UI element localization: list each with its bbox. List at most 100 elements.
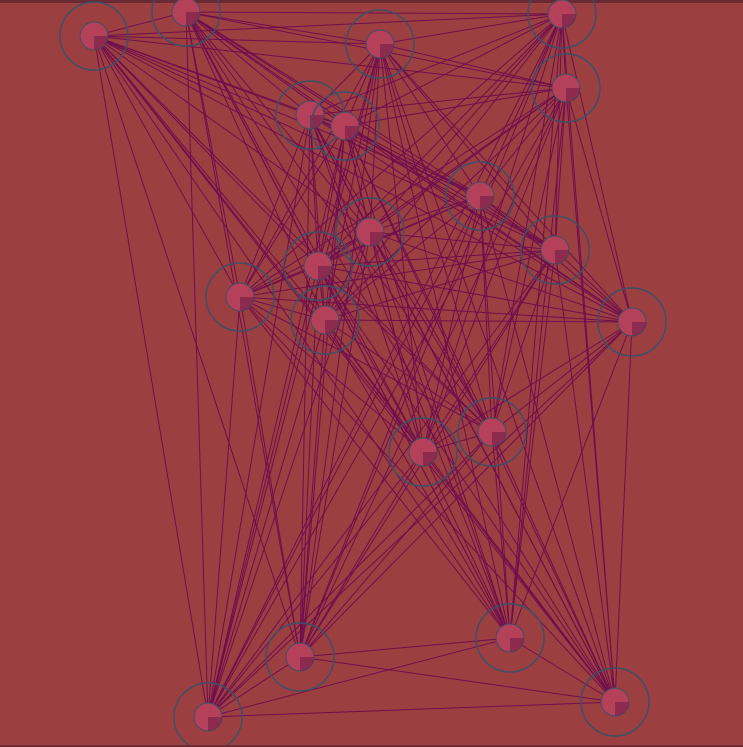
graph-edge <box>317 265 424 453</box>
graph-edge <box>239 296 424 453</box>
node-ring <box>597 287 667 357</box>
graph-edge <box>324 249 556 321</box>
graph-edge <box>185 11 563 15</box>
graph-edge <box>344 125 511 639</box>
graph-edge <box>207 249 556 718</box>
node-marker <box>345 126 359 140</box>
graph-node[interactable] <box>265 622 335 692</box>
graph-edge <box>379 13 563 45</box>
graph-edge <box>299 656 616 703</box>
graph-edge <box>422 451 616 703</box>
graph-edge <box>239 296 301 658</box>
graph-edge <box>344 125 633 323</box>
node-marker <box>480 196 494 210</box>
graph-node[interactable] <box>527 0 597 49</box>
graph-node[interactable] <box>457 397 527 467</box>
graph-node[interactable] <box>205 262 275 332</box>
graph-edge <box>93 35 511 639</box>
graph-edge <box>207 43 381 718</box>
node-ring <box>265 622 335 692</box>
graph-edge <box>491 249 556 433</box>
graph-edge <box>299 451 424 658</box>
graph-node[interactable] <box>310 91 380 161</box>
node-ring <box>345 9 415 79</box>
node-marker <box>615 702 629 716</box>
graph-node[interactable] <box>580 667 650 737</box>
graph-edge <box>93 35 319 267</box>
graph-node[interactable] <box>475 603 545 673</box>
graph-edge <box>185 11 556 251</box>
graph-edge <box>207 451 424 718</box>
graph-node[interactable] <box>290 285 360 355</box>
graph-edge <box>317 43 381 267</box>
graph-edge <box>491 431 616 703</box>
node-marker <box>562 14 576 28</box>
graph-edge <box>565 87 616 703</box>
graph-edge <box>317 265 633 323</box>
graph-edge <box>93 35 633 323</box>
graph-edge <box>422 87 567 453</box>
bottom-border <box>0 745 743 747</box>
node-marker <box>492 432 506 446</box>
graph-edge <box>185 11 424 453</box>
graph-node[interactable] <box>335 197 405 267</box>
graph-edge <box>324 319 633 323</box>
top-border <box>0 0 743 3</box>
node-marker <box>566 88 580 102</box>
graph-edge <box>369 195 481 233</box>
graph-edge <box>185 11 209 718</box>
graph-node[interactable] <box>520 215 590 285</box>
graph-node[interactable] <box>283 231 353 301</box>
graph-node[interactable] <box>151 0 221 47</box>
graph-edge <box>479 195 511 639</box>
graph-node[interactable] <box>59 1 129 71</box>
graph-node[interactable] <box>388 417 458 487</box>
graph-node[interactable] <box>445 161 515 231</box>
graph-edge <box>207 321 633 718</box>
node-ring <box>527 0 597 49</box>
graph-edge <box>185 11 301 658</box>
graph-edge <box>344 87 567 127</box>
node-ring <box>580 667 650 737</box>
graph-edge <box>207 637 511 718</box>
node-marker <box>208 717 222 731</box>
graph-edge <box>317 265 616 703</box>
node-marker <box>510 638 524 652</box>
graph-edge <box>309 114 319 267</box>
graph-node[interactable] <box>531 53 601 123</box>
graph-edge <box>369 231 493 433</box>
node-ring <box>173 682 243 747</box>
graph-edge <box>369 231 424 453</box>
graph-edge <box>207 231 371 718</box>
graph-edge <box>207 125 346 718</box>
graph-edge <box>422 249 556 453</box>
graph-edge <box>185 11 381 45</box>
graph-edge <box>554 249 616 703</box>
graph-edge <box>509 13 563 639</box>
graph-edge <box>379 43 556 251</box>
graph-edge <box>239 296 633 323</box>
graph-edge <box>93 35 326 321</box>
graph-edge <box>185 11 241 298</box>
graph-edge <box>299 431 493 658</box>
graph-edge <box>491 87 567 433</box>
graph-node[interactable] <box>597 287 667 357</box>
nodes-layer <box>59 0 667 747</box>
graph-edge <box>93 35 493 433</box>
node-ring <box>290 285 360 355</box>
graph-node[interactable] <box>345 9 415 79</box>
graph-edge <box>379 43 511 639</box>
graph-edge <box>509 321 633 639</box>
graph-edge <box>239 87 567 298</box>
node-marker <box>310 115 324 129</box>
node-marker <box>300 657 314 671</box>
graph-node[interactable] <box>173 682 243 747</box>
node-marker <box>318 266 332 280</box>
graph-edge <box>207 296 241 718</box>
graph-edge <box>185 11 481 197</box>
graph-edge <box>479 195 616 703</box>
node-ring <box>520 215 590 285</box>
graph-edge <box>344 125 481 197</box>
graph-edge <box>369 13 563 233</box>
